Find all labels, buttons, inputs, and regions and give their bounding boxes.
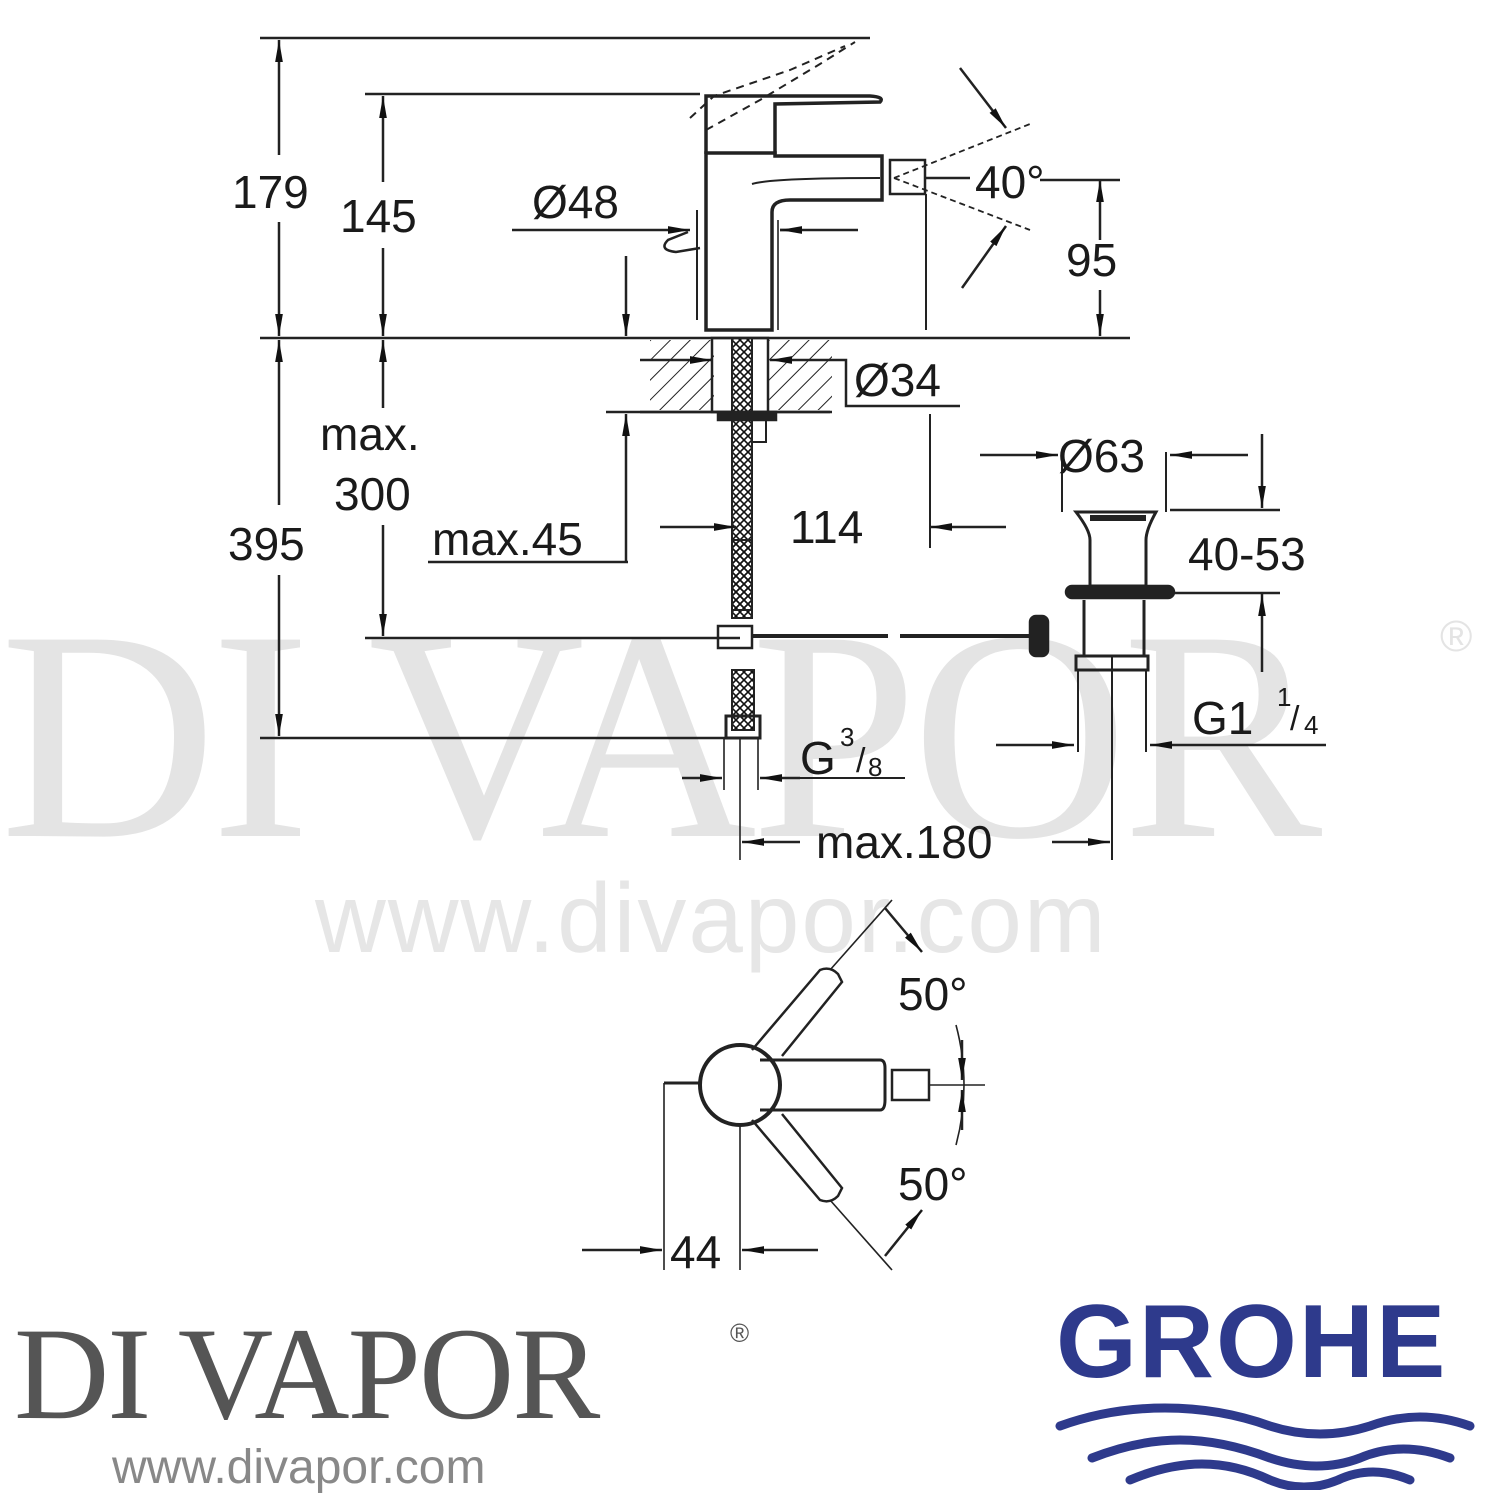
watermark-brand: DI VAPOR xyxy=(0,569,1322,901)
fraction-slash: / xyxy=(856,742,866,780)
dim-supply-thread-num: 3 xyxy=(840,722,854,752)
watermark-registered-mark: ® xyxy=(1440,612,1473,661)
top-view xyxy=(582,899,985,1271)
dim-waste-range: 40-53 xyxy=(1188,528,1306,580)
dim-hole-diameter: Ø34 xyxy=(854,354,941,406)
dim-below-deck-total: 395 xyxy=(228,518,305,570)
dim-lever-height: 145 xyxy=(340,190,417,242)
dim-spout-height: 95 xyxy=(1066,234,1117,286)
grohe-waves-icon xyxy=(1055,1403,1475,1490)
dim-supply-thread: G xyxy=(800,732,836,784)
dim-supply-thread-den: 8 xyxy=(868,752,882,782)
dim-body-offset: 44 xyxy=(670,1226,721,1278)
dim-spray-angle: 40° xyxy=(975,156,1045,208)
dim-waste-thread-num: 1 xyxy=(1277,682,1291,712)
side-view xyxy=(260,36,1326,860)
dimension-labels: 179 145 Ø48 40° 95 Ø34 max. 300 395 max.… xyxy=(228,156,1318,1278)
dim-lever-angle-down: 50° xyxy=(898,1158,968,1210)
dim-waste-thread: G1 xyxy=(1192,692,1253,744)
dim-max300-line2: 300 xyxy=(334,468,411,520)
dim-deck-thickness: max.45 xyxy=(432,513,583,565)
grohe-logo: GROHE xyxy=(1050,1290,1490,1490)
dim-waste-diameter: Ø63 xyxy=(1058,430,1145,482)
divapor-registered-mark: ® xyxy=(730,1318,750,1348)
watermark-url: www.divapor.com xyxy=(315,863,1108,973)
dim-waste-thread-den: 4 xyxy=(1304,710,1318,740)
dim-lever-angle-up: 50° xyxy=(898,968,968,1020)
dim-handle-diameter: Ø48 xyxy=(532,176,619,228)
fraction-slash: / xyxy=(1290,700,1300,738)
divapor-url: www.divapor.com xyxy=(112,1441,486,1494)
dim-overall-height: 179 xyxy=(232,166,309,218)
grohe-wordmark: GROHE xyxy=(1056,1284,1448,1400)
dim-spout-reach: 114 xyxy=(790,501,863,553)
divapor-logo: DI VAPOR xyxy=(14,1300,600,1447)
dim-max300-line1: max. xyxy=(320,408,420,460)
dim-rod-max-length: max.180 xyxy=(816,816,992,868)
